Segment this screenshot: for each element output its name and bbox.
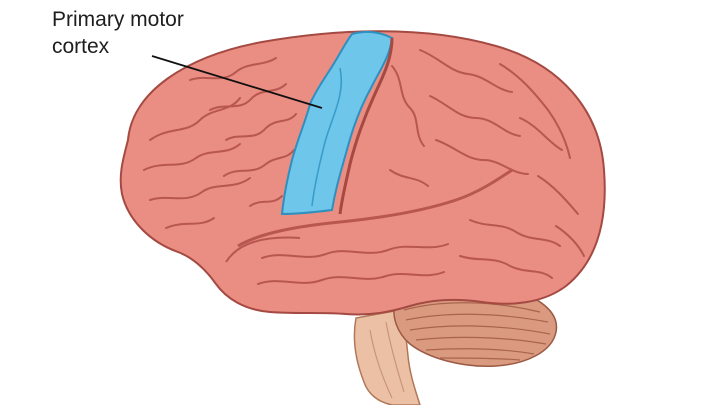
primary-motor-cortex-region [280,30,394,216]
lateral-sulcus [237,168,513,248]
central-sulcus [338,37,394,215]
label-line-1: Primary motor [52,8,184,31]
label-leader-line [151,55,323,109]
label-line-2: cortex [52,35,110,58]
motor-cortex-label: Primary motor cortex [52,6,184,60]
gyri-folds [143,49,585,285]
